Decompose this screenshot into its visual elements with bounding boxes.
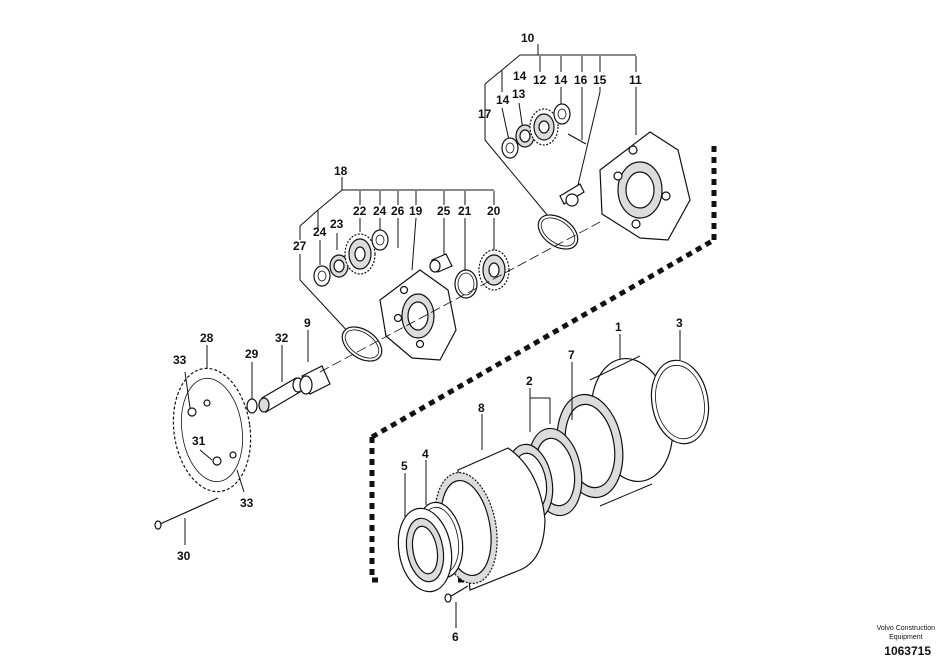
carrier-19 bbox=[379, 269, 457, 361]
label-5: 5 bbox=[401, 459, 408, 473]
gear-20 bbox=[478, 249, 510, 291]
leader-group-10 bbox=[484, 44, 637, 217]
bearing-13 bbox=[515, 124, 535, 148]
label-13: 13 bbox=[512, 87, 526, 101]
bolt-6 bbox=[444, 585, 469, 628]
gear-22 bbox=[344, 233, 376, 275]
washer-26 bbox=[371, 229, 389, 251]
washer-14 bbox=[553, 103, 571, 125]
label-10: 10 bbox=[521, 31, 535, 45]
label-28: 28 bbox=[200, 331, 214, 345]
label-27: 27 bbox=[293, 239, 307, 253]
label-26: 26 bbox=[391, 204, 405, 218]
label-14a: 14 bbox=[513, 69, 527, 83]
brand-line-1: Volvo Construction bbox=[876, 625, 935, 632]
label-3: 3 bbox=[676, 316, 683, 330]
label-6: 6 bbox=[452, 630, 459, 644]
label-8: 8 bbox=[478, 401, 485, 415]
cover-28 bbox=[172, 345, 252, 493]
label-25: 25 bbox=[437, 204, 451, 218]
label-17: 17 bbox=[478, 107, 492, 121]
label-18: 18 bbox=[334, 164, 348, 178]
label-31: 31 bbox=[192, 434, 206, 448]
label-7: 7 bbox=[568, 348, 575, 362]
washer-17 bbox=[501, 137, 519, 159]
label-21: 21 bbox=[458, 204, 472, 218]
shaft-32 bbox=[258, 377, 304, 413]
ring-3 bbox=[650, 330, 710, 445]
brand-line-2: Equipment bbox=[889, 634, 923, 641]
gear-12 bbox=[529, 108, 559, 146]
label-32: 32 bbox=[275, 331, 289, 345]
label-12: 12 bbox=[533, 73, 547, 87]
ring-29 bbox=[246, 398, 258, 414]
section-bracket bbox=[369, 437, 378, 583]
o-ring-21 bbox=[454, 269, 478, 299]
label-9: 9 bbox=[304, 316, 311, 330]
o-ring-upper bbox=[537, 214, 579, 250]
coupling-9 bbox=[299, 365, 331, 395]
label-19: 19 bbox=[409, 204, 423, 218]
label-1: 1 bbox=[615, 320, 622, 334]
label-4: 4 bbox=[422, 447, 429, 461]
part-labels: 10 14 12 14 16 15 11 13 14 17 18 22 24 2… bbox=[173, 31, 683, 644]
label-23: 23 bbox=[330, 217, 344, 231]
pin-15 bbox=[559, 183, 585, 207]
bolt-30 bbox=[154, 497, 219, 545]
bearing-23 bbox=[329, 254, 349, 278]
label-14b: 14 bbox=[554, 73, 568, 87]
pin-25 bbox=[429, 253, 453, 273]
document-number: 1063715 bbox=[884, 644, 931, 658]
label-22: 22 bbox=[353, 204, 367, 218]
label-24a: 24 bbox=[373, 204, 387, 218]
cover-5 bbox=[397, 473, 453, 593]
leader-group-18 bbox=[299, 177, 495, 337]
brand-caption: Volvo Construction Equipment bbox=[877, 624, 935, 642]
label-30: 30 bbox=[177, 549, 191, 563]
label-2: 2 bbox=[526, 374, 533, 388]
carrier-11 bbox=[599, 131, 691, 241]
pin-16 bbox=[567, 133, 587, 145]
label-33b: 33 bbox=[240, 496, 254, 510]
label-20: 20 bbox=[487, 204, 501, 218]
o-ring-27 bbox=[341, 326, 383, 362]
label-24b: 24 bbox=[313, 225, 327, 239]
label-11: 11 bbox=[629, 73, 642, 87]
label-16: 16 bbox=[574, 73, 588, 87]
label-14c: 14 bbox=[496, 93, 510, 107]
label-29: 29 bbox=[245, 347, 259, 361]
washer-24 bbox=[313, 265, 331, 287]
label-15: 15 bbox=[593, 73, 607, 87]
label-33a: 33 bbox=[173, 353, 187, 367]
